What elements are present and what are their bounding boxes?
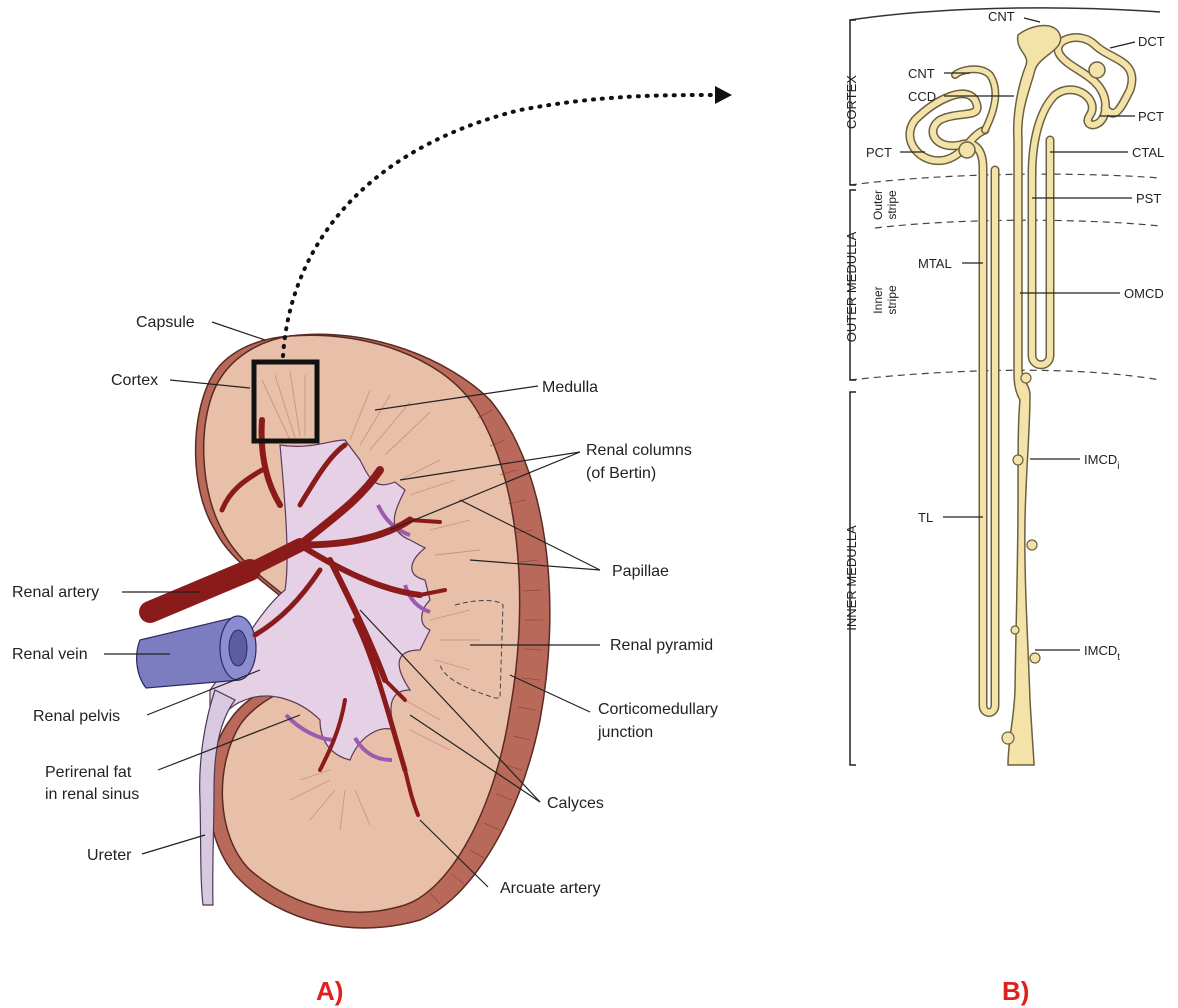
kidney-diagram [137,334,550,928]
label-medulla: Medulla [542,379,598,396]
label-ccd: CCD [908,89,936,104]
label-imcd-i: IMCDi [1084,452,1119,472]
zone-outer-medulla: OUTER MEDULLA [844,231,859,342]
long-loop-nephron [910,69,996,712]
zoom-arrowhead [715,86,732,104]
label-renal-columns-2: (of Bertin) [586,465,656,482]
label-ctal: CTAL [1132,145,1164,160]
label-renal-artery: Renal artery [12,584,99,601]
label-pst: PST [1136,191,1161,206]
panel-a-label: A) [316,976,343,1006]
zone-inner-medulla: INNER MEDULLA [844,525,859,631]
label-pct-left: PCT [866,145,892,160]
zone-outer-stripe: Outer [871,190,885,220]
cortex-medulla-boundary [850,174,1160,185]
outer-inner-medulla-boundary [850,370,1160,380]
label-papillae: Papillae [612,563,669,580]
label-cortex: Cortex [111,372,158,389]
label-cnt-top: CNT [988,9,1015,24]
label-renal-pyramid: Renal pyramid [610,637,713,654]
label-omcd: OMCD [1124,286,1164,301]
zone-outer-stripe-2: stripe [885,190,899,220]
label-dct: DCT [1138,34,1165,49]
label-corticomedullary: Corticomedullary [598,701,718,718]
zone-cortex: CORTEX [844,75,859,129]
label-renal-pelvis: Renal pelvis [33,708,120,725]
label-mtal: MTAL [918,256,952,271]
zoom-dotted-arrow [283,95,715,356]
panel-b-label: B) [1002,976,1029,1006]
label-renal-vein: Renal vein [12,646,88,663]
label-capsule: Capsule [136,314,195,331]
label-corticomedullary-2: junction [597,724,653,741]
label-perirenal-fat: Perirenal fat [45,764,132,781]
zone-inner-stripe-2: stripe [885,285,899,315]
label-renal-columns: Renal columns [586,442,692,459]
zone-inner-stripe: Inner [871,286,885,313]
label-tl: TL [918,510,933,525]
label-pct-right: PCT [1138,109,1164,124]
label-imcd-t: IMCDt [1084,643,1120,663]
label-arcuate-artery: Arcuate artery [500,880,600,897]
label-cnt-left: CNT [908,66,935,81]
zone-brackets [850,20,856,765]
renal-vein [137,616,256,688]
label-calyces: Calyces [547,795,604,812]
label-ureter: Ureter [87,847,132,864]
label-perirenal-fat-2: in renal sinus [45,786,139,803]
short-loop-nephron [1032,38,1132,365]
